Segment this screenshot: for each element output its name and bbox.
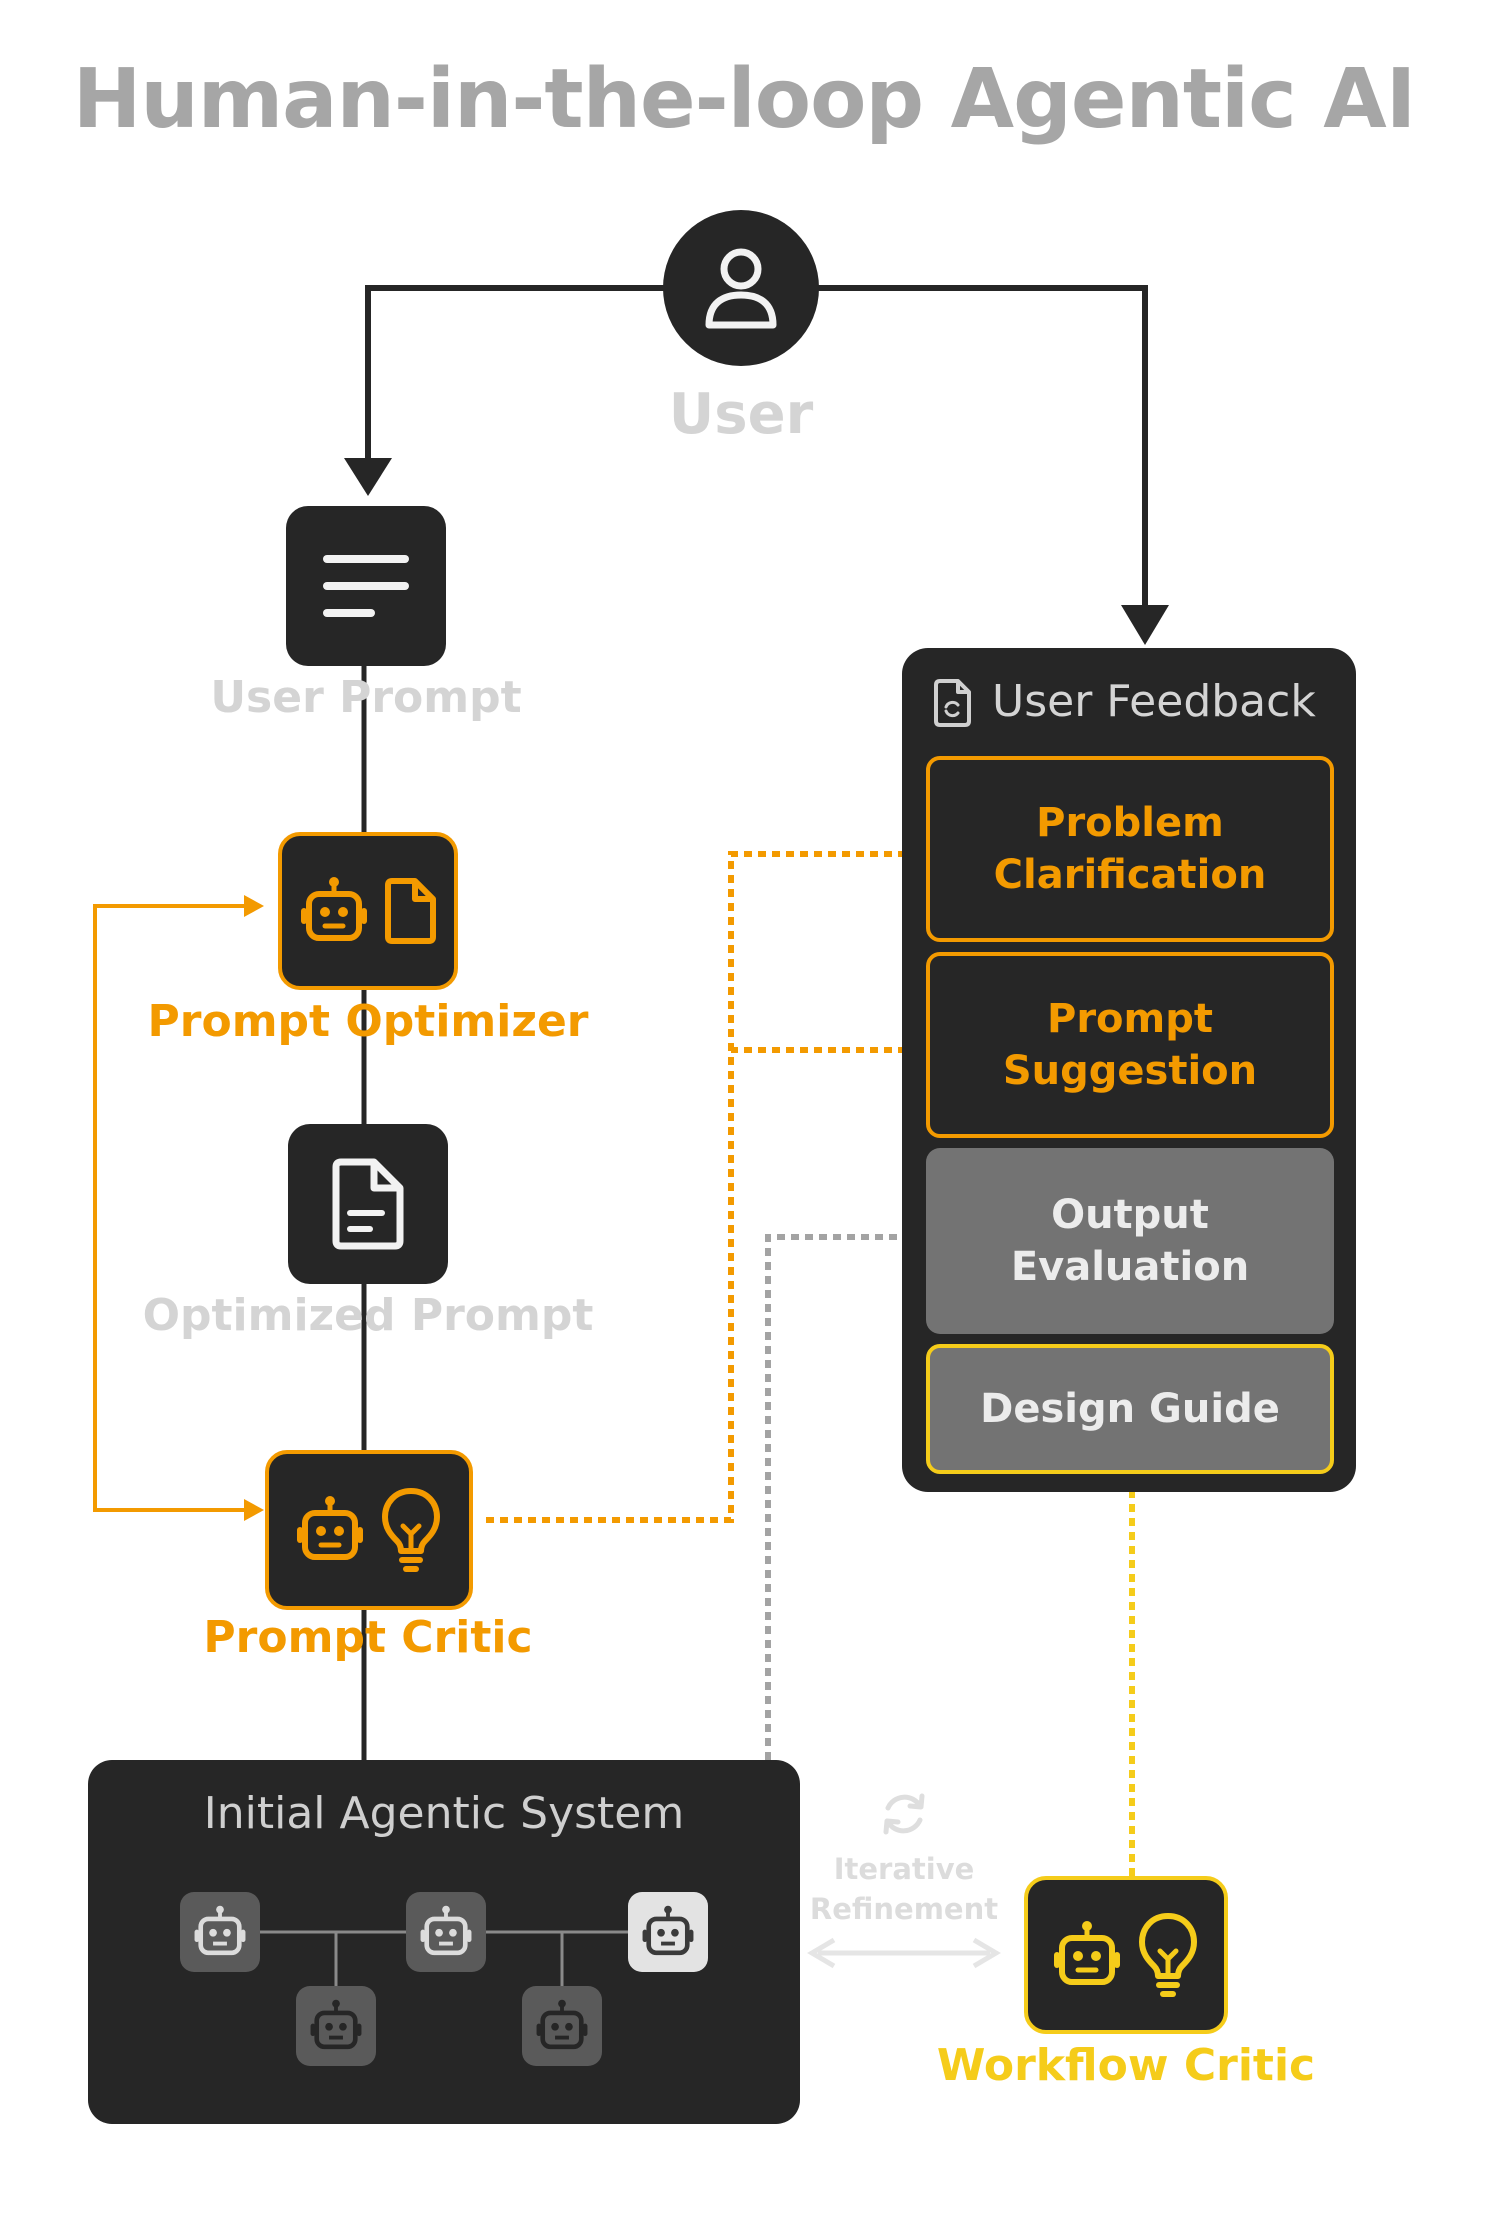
agent-node: [406, 1892, 486, 1972]
robot-icon: [536, 1999, 588, 2050]
lightbulb-icon: [1139, 1913, 1197, 1997]
prompt-suggestion-line2: Suggestion: [1002, 1048, 1258, 1094]
prompt-optimizer-label: Prompt Optimizer: [147, 996, 589, 1047]
prompt-suggestion-line1: Prompt: [1047, 996, 1213, 1042]
workflow-critic-node: [1024, 1876, 1228, 2034]
problem-clarification-line2: Clarification: [993, 852, 1267, 898]
lightbulb-icon: [382, 1488, 440, 1572]
iterative-refinement-label-1: Iterative: [833, 1852, 975, 1886]
user-to-prompt-arrow: [344, 458, 392, 496]
user-icon: [705, 248, 777, 329]
user-avatar: [663, 210, 819, 366]
agent-node: [180, 1892, 260, 1972]
user-to-feedback-line: [818, 285, 1148, 607]
feedback-to-critic-dotted: [480, 851, 920, 1523]
user-label: User: [668, 382, 814, 447]
user-to-prompt-line: [365, 285, 670, 460]
agent-node-highlighted: [628, 1892, 708, 1972]
robot-icon: [420, 1905, 472, 1956]
output-evaluation-line2: Evaluation: [1010, 1244, 1250, 1290]
optimized-prompt-label: Optimized Prompt: [142, 1290, 594, 1341]
refresh-icon: [883, 1793, 925, 1835]
user-feedback-title: User Feedback: [992, 676, 1316, 727]
page-title: Human-in-the-loop Agentic AI: [72, 52, 1417, 147]
loop-arrow-bottom: [244, 1499, 264, 1521]
design-guide-box: Design Guide: [926, 1344, 1334, 1474]
critic-to-optimizer-loop: [93, 904, 250, 1512]
text-lines-icon: [323, 555, 409, 617]
feedback-document-icon: [934, 679, 971, 727]
evaluation-to-system-dotted: [765, 1234, 925, 1760]
robot-icon: [310, 1999, 362, 2050]
user-to-feedback-arrow: [1121, 605, 1169, 645]
prompt-optimizer-node: [278, 832, 458, 990]
prompt-critic-node: [265, 1450, 473, 1610]
robot-icon: [301, 877, 367, 941]
optimized-prompt-node: [288, 1124, 448, 1284]
document-text-icon: [332, 1158, 404, 1250]
agent-node: [522, 1986, 602, 2066]
problem-clarification-line1: Problem: [1036, 800, 1224, 846]
iterative-refinement-label-2: Refinement: [809, 1892, 999, 1926]
output-evaluation-line1: Output: [1051, 1192, 1209, 1238]
robot-icon: [297, 1496, 363, 1560]
robot-icon: [194, 1905, 246, 1956]
robot-icon: [642, 1905, 694, 1956]
agent-node: [296, 1986, 376, 2066]
initial-agentic-system-panel: Initial Agentic System: [88, 1760, 800, 2124]
user-prompt-node: [286, 506, 446, 666]
robot-icon: [1054, 1921, 1120, 1985]
prompt-critic-label: Prompt Critic: [203, 1612, 533, 1663]
design-guide-label: Design Guide: [980, 1386, 1280, 1432]
document-icon: [385, 878, 436, 944]
initial-agentic-system-title: Initial Agentic System: [203, 1788, 685, 1839]
user-prompt-label: User Prompt: [210, 672, 522, 723]
loop-arrow-top: [244, 895, 264, 917]
workflow-critic-label: Workflow Critic: [936, 2040, 1316, 2091]
